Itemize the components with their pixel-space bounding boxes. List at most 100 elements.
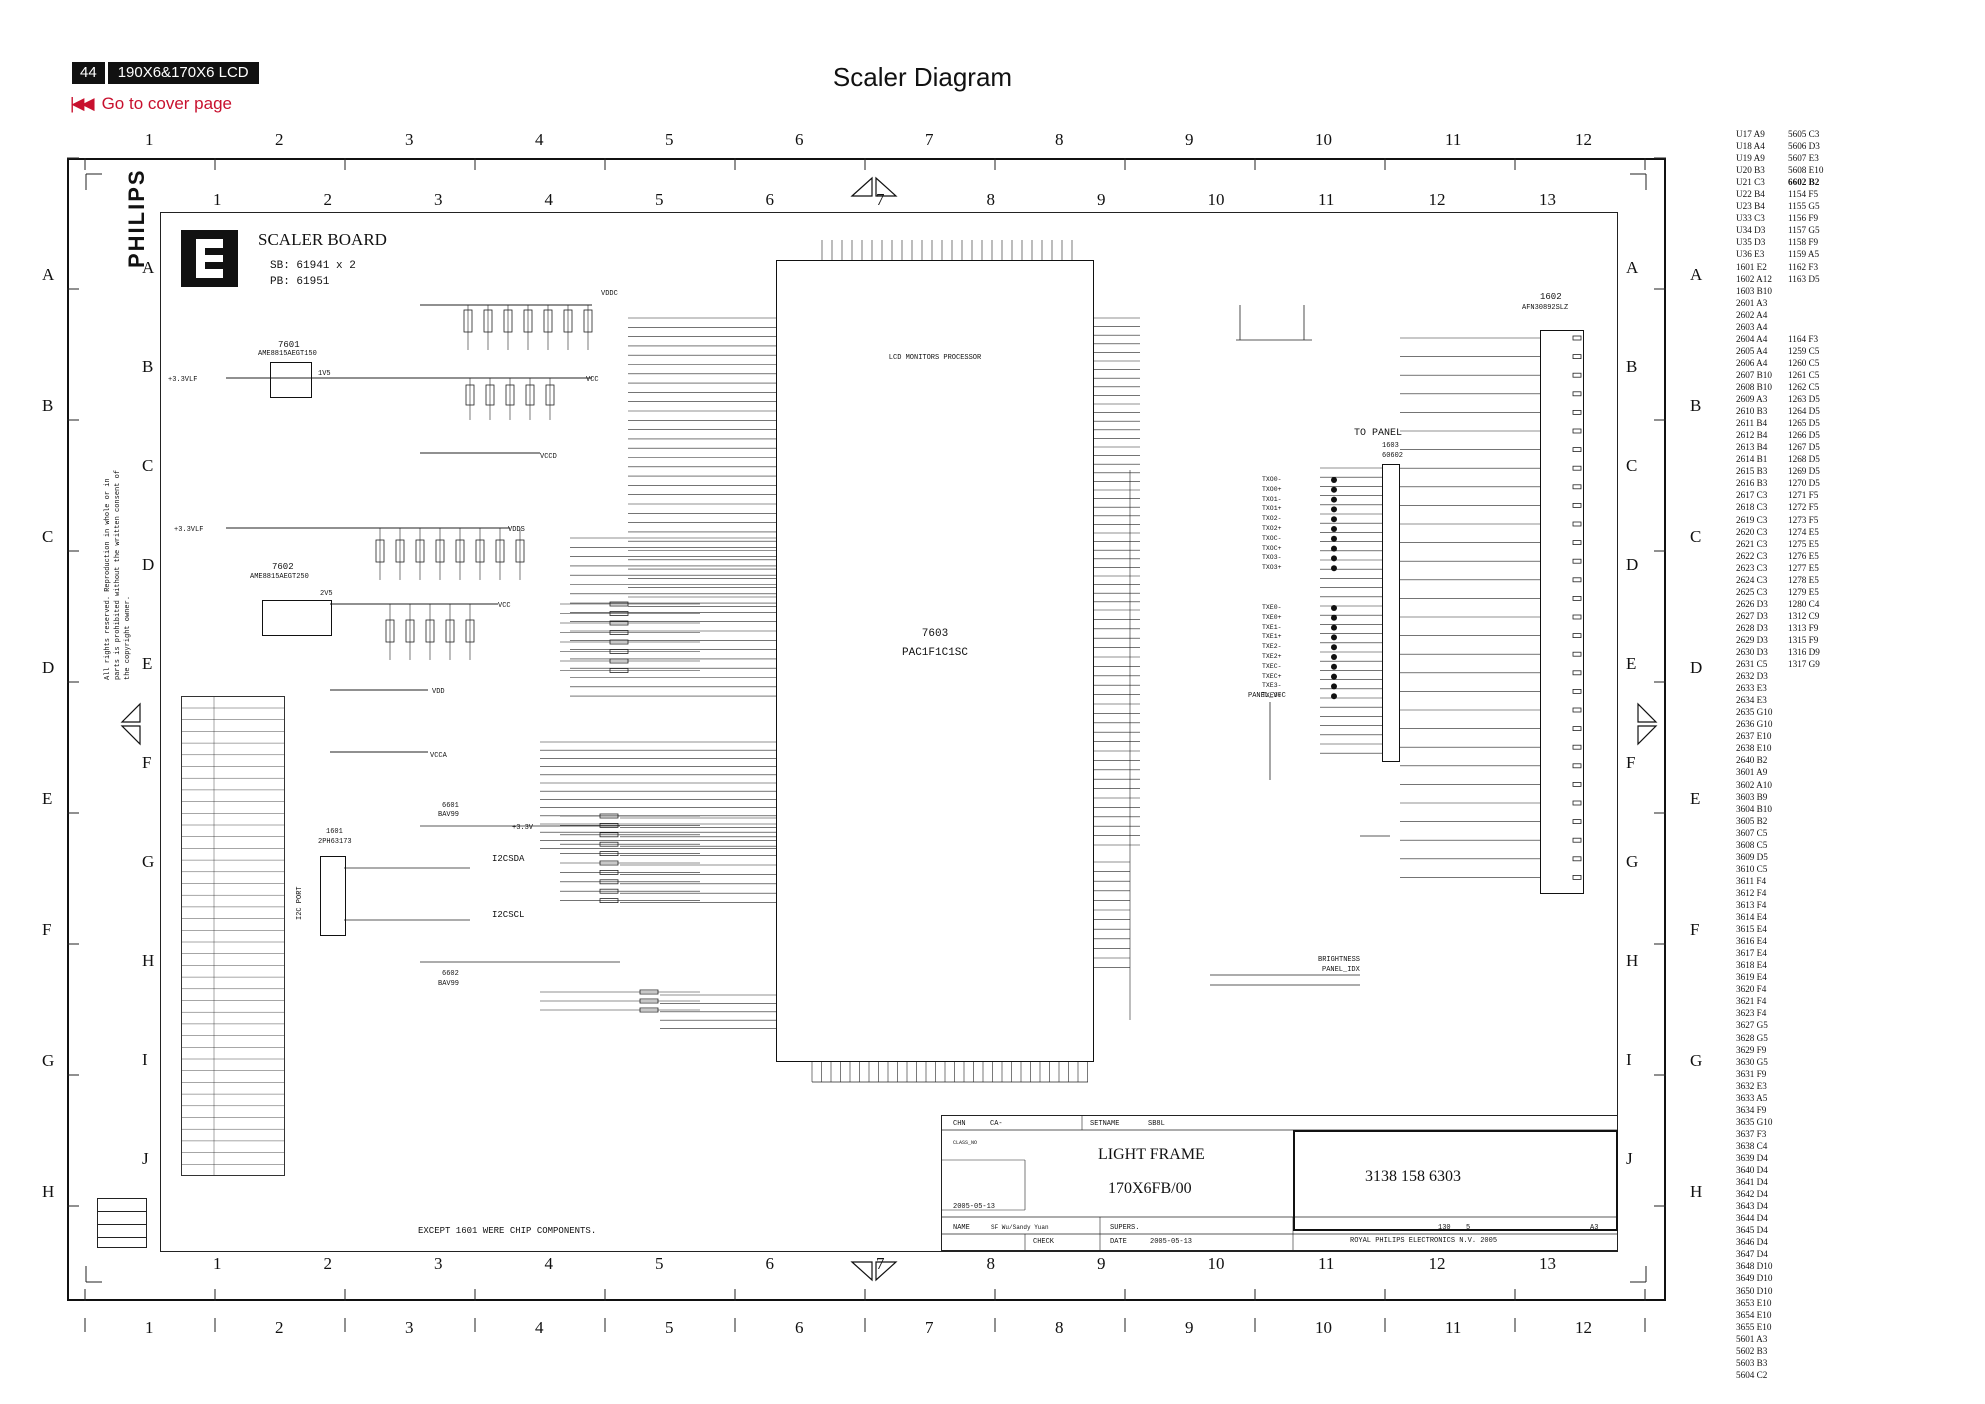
reference-row: 3642 D4 xyxy=(1736,1188,1976,1200)
rail-3v3lf-a: +3.3VLF xyxy=(168,376,198,384)
reference-cell: 3634 F9 xyxy=(1736,1104,1767,1115)
sb-number: SB: 61941 x 2 xyxy=(270,260,356,272)
reference-cell: 2602 A4 xyxy=(1736,309,1768,320)
reference-cell: 2612 B4 xyxy=(1736,430,1768,441)
brand-philips: PHILIPS xyxy=(124,168,149,268)
reference-cell: 1164 F3 xyxy=(1788,333,1819,344)
tb-check: CHECK xyxy=(1033,1238,1055,1246)
inner-col-label: 13 xyxy=(1539,190,1556,209)
reference-cell: 3647 D4 xyxy=(1736,1249,1768,1260)
reference-cell: U35 D3 xyxy=(1736,237,1766,248)
reference-cell: U18 A4 xyxy=(1736,141,1765,152)
reference-cell: 5605 C3 xyxy=(1788,129,1820,139)
regulator-7602-ref: 7602 xyxy=(272,562,294,572)
reference-cell: 5604 C2 xyxy=(1736,1369,1768,1380)
outer-row-label: C xyxy=(42,527,54,546)
tx-line-label: TXE0+ xyxy=(1262,613,1282,621)
tb-sheet: 130 xyxy=(1438,1224,1451,1232)
outer-col-label: 11 xyxy=(1445,1318,1462,1337)
reference-cell: 2638 E10 xyxy=(1736,743,1772,754)
reference-row: 3635 G10 xyxy=(1736,1116,1976,1128)
reference-cell: 3616 E4 xyxy=(1736,936,1767,947)
outer-col-label: 7 xyxy=(925,1318,934,1337)
reference-cell: 3614 E4 xyxy=(1736,912,1767,923)
reference-row: 5604 C2 xyxy=(1736,1369,1976,1381)
reference-cell: 1264 D5 xyxy=(1788,406,1820,417)
inner-row-label: B xyxy=(1626,357,1638,376)
cover-page-link[interactable]: |◀◀ Go to cover page xyxy=(70,94,232,114)
inner-row-label: D xyxy=(142,555,155,574)
reference-cell: 1601 E2 xyxy=(1736,261,1767,272)
tx-line-label: TXO3+ xyxy=(1262,564,1282,572)
bom-table xyxy=(181,696,285,1176)
reference-cell: 1259 C5 xyxy=(1788,345,1820,356)
reference-cell: 2635 G10 xyxy=(1736,707,1773,718)
reference-cell xyxy=(1788,827,1840,839)
tb-class-no: CLASS_NO xyxy=(953,1140,978,1146)
i2c-connector-part: 2PH63173 xyxy=(318,838,352,846)
connector-1602 xyxy=(1540,330,1584,894)
outer-row-label: H xyxy=(42,1182,55,1201)
reference-cell xyxy=(1788,297,1840,309)
reference-row: 2604 A4 1164 F3 xyxy=(1736,333,1976,345)
reference-cell xyxy=(1788,1080,1840,1092)
rail-vdd: VDD xyxy=(432,688,445,696)
reference-cell: 1158 F9 xyxy=(1788,237,1819,248)
reference-row: 3605 B2 xyxy=(1736,815,1976,827)
inner-col-label: 5 xyxy=(655,190,664,209)
reference-cell xyxy=(1788,887,1840,899)
reference-cell: 1273 F5 xyxy=(1788,514,1819,525)
reference-cell: 1267 D5 xyxy=(1788,442,1820,453)
reference-cell: 1260 C5 xyxy=(1788,357,1820,368)
reference-cell: 1163 D5 xyxy=(1788,273,1820,284)
inner-col-label: 10 xyxy=(1207,190,1225,209)
outer-col-label: 7 xyxy=(925,130,934,149)
outer-col-label: 6 xyxy=(795,130,804,149)
connector-1603-ref: 1603 xyxy=(1382,442,1399,450)
reference-row: 3655 E10 xyxy=(1736,1321,1976,1333)
reference-cell: 2604 A4 xyxy=(1736,333,1768,344)
inner-row-label: H xyxy=(142,951,155,970)
reference-row: 3620 F4 xyxy=(1736,983,1976,995)
reference-cell: 3655 E10 xyxy=(1736,1321,1772,1332)
reference-cell: 1261 C5 xyxy=(1788,369,1820,380)
diode-6601-part: BAV99 xyxy=(438,811,460,819)
reference-cell xyxy=(1788,1333,1840,1345)
reference-cell: 3618 E4 xyxy=(1736,960,1767,971)
reference-cell: 1154 F5 xyxy=(1788,189,1819,200)
inner-col-label: 4 xyxy=(544,190,554,209)
reference-cell: 2640 B2 xyxy=(1736,755,1768,766)
reference-cell: 2625 C3 xyxy=(1736,586,1768,597)
reference-cell: 3627 G5 xyxy=(1736,1020,1768,1031)
reference-row: 5601 A3 xyxy=(1736,1333,1976,1345)
outer-row-label: F xyxy=(1690,920,1700,939)
reference-cell xyxy=(1788,1128,1840,1140)
reference-cell: 3607 C5 xyxy=(1736,827,1768,838)
reference-cell: 2631 C5 xyxy=(1736,659,1768,670)
reference-cell: 5607 E3 xyxy=(1788,153,1819,164)
rail-vcca: VCCA xyxy=(430,752,447,760)
reference-row: 3629 F9 xyxy=(1736,1044,1976,1056)
reference-row: 3645 D4 xyxy=(1736,1224,1976,1236)
reference-cell: 1317 G9 xyxy=(1788,659,1820,670)
reference-row: 3623 F4 xyxy=(1736,1007,1976,1019)
inner-col-label: 2 xyxy=(323,190,333,209)
reference-cell: 5601 A3 xyxy=(1736,1333,1768,1344)
inner-col-label: 11 xyxy=(1318,1254,1335,1273)
reference-row: 3613 F4 xyxy=(1736,899,1976,911)
reference-cell xyxy=(1788,321,1840,333)
reference-row: 3618 E4 xyxy=(1736,959,1976,971)
inner-col-label: 7 xyxy=(876,1254,885,1273)
reference-cell xyxy=(1788,1285,1840,1297)
outer-row-label: D xyxy=(1690,658,1703,677)
reference-cell: 2623 C3 xyxy=(1736,562,1768,573)
inner-row-label: J xyxy=(142,1149,149,1168)
tb-date: 2005-05-13 xyxy=(1150,1238,1193,1246)
reference-cell: 5606 D3 xyxy=(1788,141,1820,152)
reference-cell: 1155 G5 xyxy=(1788,201,1820,212)
reference-cell: 2620 C3 xyxy=(1736,526,1768,537)
